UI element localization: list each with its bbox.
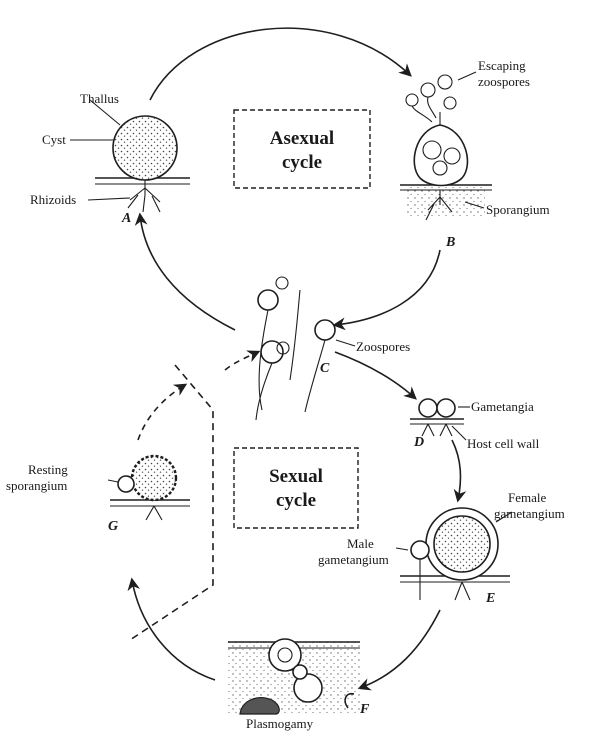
zoospores-label: Zoospores (356, 339, 410, 354)
stage-b-sporangium: Escaping zoospores Sporangium B (400, 58, 550, 250)
male-gametangium-label-2: gametangium (318, 552, 389, 567)
d-to-e-arrow (452, 440, 460, 500)
cyst-label: Cyst (42, 132, 66, 147)
asexual-cycle-label: Asexual (270, 128, 334, 149)
stage-f-plasmogamy: Plasmogamy F (228, 639, 370, 731)
thallus-label: Thallus (80, 91, 119, 106)
resting-sporangium-label: Resting (28, 462, 68, 477)
plasmogamy-label: Plasmogamy (246, 716, 314, 731)
sexual-cycle-label: Sexual (269, 466, 323, 487)
stage-letter-f: F (359, 702, 370, 717)
sexual-cycle-label-2: cycle (276, 490, 316, 511)
stage-letter-a: A (121, 211, 131, 226)
host-cell-wall-label: Host cell wall (467, 436, 540, 451)
g-to-c-dashed-arrow (138, 352, 258, 440)
stage-g-resting-sporangium: Resting sporangium G (6, 456, 190, 534)
rhizoids-label: Rhizoids (30, 192, 76, 207)
gametangia-label: Gametangia (471, 399, 534, 414)
stage-letter-b: B (445, 235, 455, 250)
stage-letter-c: C (320, 361, 330, 376)
b-to-c-arrow (335, 250, 440, 325)
sporangium-label: Sporangium (486, 202, 550, 217)
sexual-cycle-box: Sexual cycle (234, 448, 358, 528)
stage-letter-e: E (485, 591, 495, 606)
stage-e-gametangium: Female gametangium Male gametangium E (318, 490, 565, 606)
male-gametangium-label: Male (347, 536, 374, 551)
stage-a-thallus: Thallus Cyst Rhizoids A (30, 91, 190, 226)
c-to-a-arrow (140, 215, 235, 330)
asexual-cycle-box: Asexual cycle (234, 110, 370, 188)
c-to-d-arrow (335, 352, 415, 398)
e-to-f-arrow (360, 610, 440, 688)
stage-d-gametangia: Gametangia Host cell wall D (410, 399, 540, 451)
stage-c-zoospores: Zoospores C (256, 277, 410, 420)
asexual-top-arrow (150, 28, 410, 100)
female-gametangium-label: Female (508, 490, 546, 505)
meiosis-dashed-divider (130, 365, 213, 640)
asexual-cycle-label-2: cycle (282, 152, 322, 173)
resting-sporangium-label-2: sporangium (6, 478, 67, 493)
stage-letter-d: D (413, 435, 424, 450)
stage-letter-g: G (108, 519, 118, 534)
escaping-zoospores-label: Escaping (478, 58, 526, 73)
female-gametangium-label-2: gametangium (494, 506, 565, 521)
escaping-zoospores-label-2: zoospores (478, 74, 530, 89)
